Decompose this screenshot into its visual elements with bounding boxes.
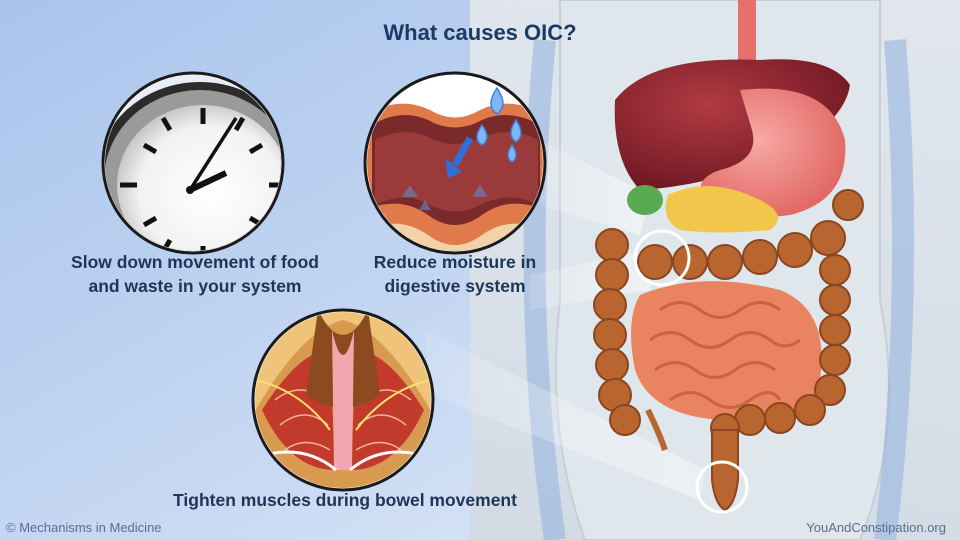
highlight-rectum	[695, 460, 749, 514]
footer-credit: © Mechanisms in Medicine	[6, 520, 162, 535]
caption-reduce-moisture-line-2: digestive system	[384, 276, 526, 296]
caption-tighten-muscles: Tighten muscles during bowel movement	[173, 490, 517, 510]
pancreas	[665, 186, 778, 233]
caption-reduce-moisture: Reduce moisture in digestive system	[345, 250, 565, 298]
highlight-colon	[633, 229, 691, 287]
stomach	[700, 88, 846, 218]
muscles-inset	[251, 308, 435, 492]
caption-slow-movement-line-2: and waste in your system	[88, 276, 302, 296]
footer-website: YouAndConstipation.org	[806, 520, 946, 535]
small-intestine	[631, 281, 822, 422]
caption-slow-movement-line-1: Slow down movement of food	[71, 252, 319, 272]
caption-slow-movement: Slow down movement of food and waste in …	[50, 250, 340, 298]
rectum	[711, 429, 739, 512]
caption-reduce-moisture-line-1: Reduce moisture in	[373, 252, 537, 272]
clock-inset	[101, 71, 285, 255]
page-title: What causes OIC?	[383, 20, 577, 45]
